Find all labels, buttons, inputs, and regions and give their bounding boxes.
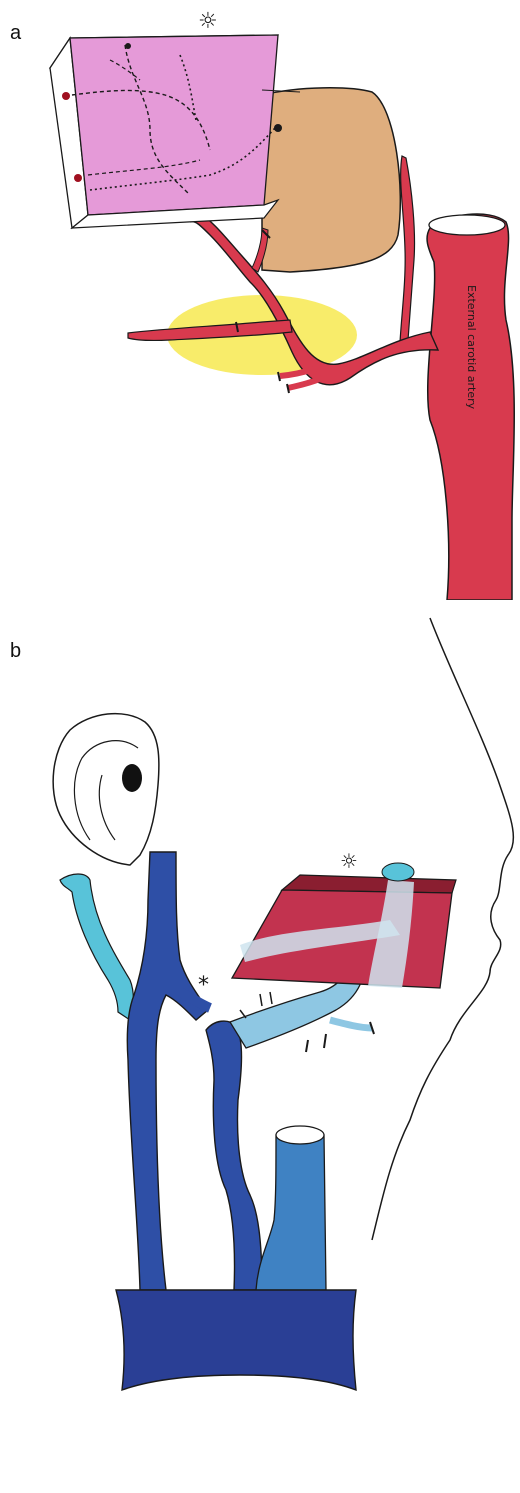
muscle-flap-block bbox=[232, 875, 456, 988]
blue-pedicle bbox=[382, 863, 414, 881]
panel-a-illustration: ☼ External carotid artery bbox=[0, 0, 520, 600]
jugular-column bbox=[256, 1135, 326, 1290]
ear bbox=[53, 714, 159, 865]
panel-b-illustration: * ☼ bbox=[0, 600, 520, 1493]
dark-vein-trunk bbox=[127, 852, 208, 1290]
tan-tissue-block bbox=[262, 88, 400, 272]
asterisk-mark: * bbox=[198, 973, 209, 998]
cyan-vein-branch bbox=[60, 874, 133, 1020]
sun-symbol-a: ☼ bbox=[198, 9, 218, 34]
horizontal-vein bbox=[116, 1290, 356, 1390]
external-carotid-artery-label: External carotid artery bbox=[465, 285, 478, 410]
upper-artery-branch bbox=[400, 156, 415, 342]
sun-symbol-b: ☼ bbox=[340, 849, 358, 873]
facial-vein bbox=[206, 1021, 262, 1290]
pink-flap-block bbox=[50, 35, 300, 228]
